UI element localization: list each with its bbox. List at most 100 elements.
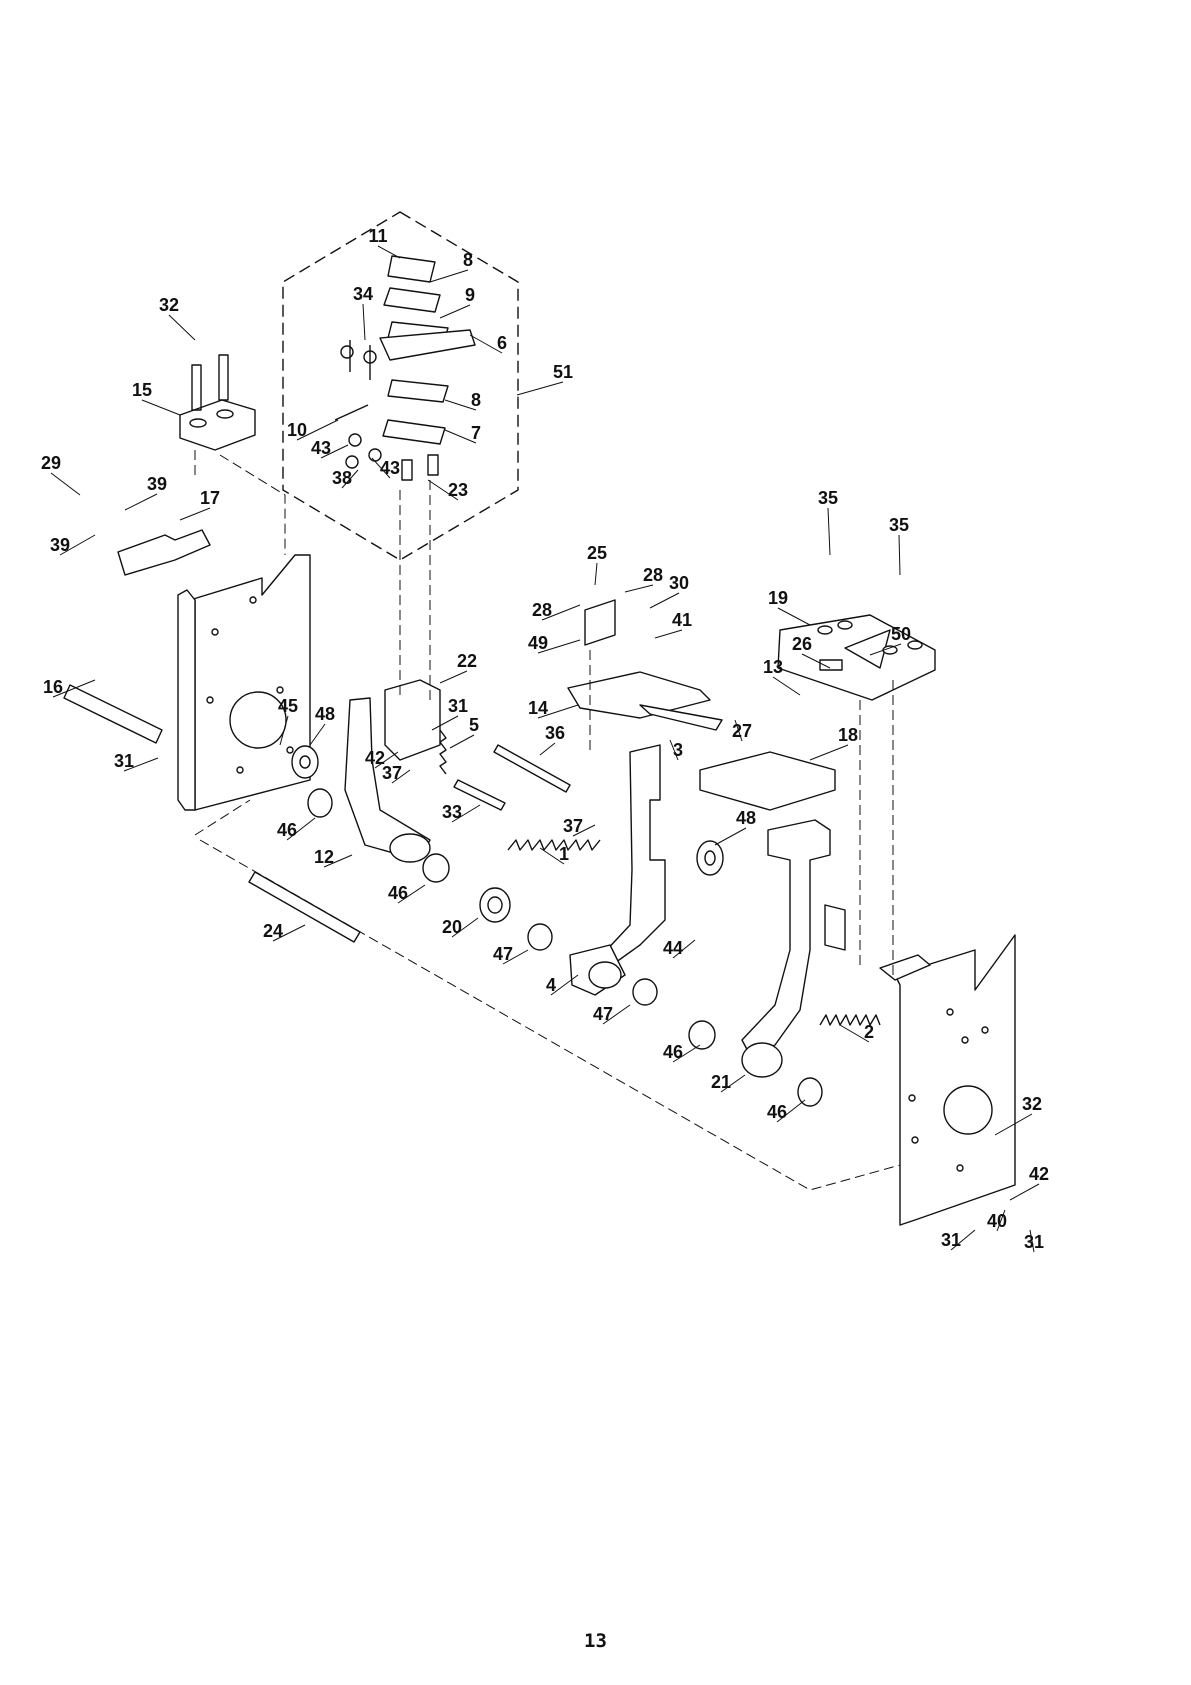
part-callout-label: 37 [563, 816, 583, 836]
part-callout-label: 40 [987, 1211, 1007, 1231]
part-callout-label: 23 [448, 480, 468, 500]
right-side-plate [880, 935, 1015, 1225]
part-callout-label: 49 [528, 633, 548, 653]
bracket-17 [118, 530, 210, 575]
part-callout-label: 33 [442, 802, 462, 822]
callout-leader-line [363, 304, 365, 340]
callout-leader-line [655, 630, 682, 638]
part-callout-label: 37 [382, 763, 402, 783]
part-callout-label: 8 [463, 250, 473, 270]
callout-leader-line [440, 671, 467, 683]
callout-leader-line [773, 677, 800, 695]
part-callout-label: 35 [889, 515, 909, 535]
part-callout-label: 32 [159, 295, 179, 315]
part-callout-label: 18 [838, 725, 858, 745]
shaft-16 [64, 685, 162, 743]
part-callout-label: 31 [941, 1230, 961, 1250]
part-callout-label: 7 [471, 423, 481, 443]
part-callout-label: 39 [50, 535, 70, 555]
part-callout-label: 4 [546, 975, 556, 995]
callout-leader-line [169, 315, 195, 340]
part-callout-label: 2 [864, 1022, 874, 1042]
part-callout-label: 36 [545, 723, 565, 743]
part-callout-label: 15 [132, 380, 152, 400]
part-callout-label: 50 [891, 624, 911, 644]
part-callout-label: 32 [1022, 1094, 1042, 1114]
part-callout-label: 11 [368, 226, 387, 246]
part-callout-label: 20 [442, 917, 462, 937]
callout-leader-line [810, 745, 848, 760]
part-callout-label: 24 [263, 921, 283, 941]
left-side-plate [178, 555, 310, 810]
part-callout-label: 9 [465, 285, 475, 305]
callout-leader-line [310, 724, 325, 745]
part-callout-label: 10 [287, 420, 307, 440]
part-callout-label: 47 [493, 944, 513, 964]
callout-leader-line [625, 585, 653, 592]
spring-1 [508, 840, 600, 850]
part-callout-label: 28 [643, 565, 663, 585]
callout-leader-line [450, 735, 474, 748]
part-callout-label: 16 [43, 677, 63, 697]
part-callout-label: 47 [593, 1004, 613, 1024]
part-callout-label: 12 [314, 847, 334, 867]
part-callout-label: 29 [41, 453, 61, 473]
callout-leader-line [51, 473, 80, 495]
part-callout-label: 31 [114, 751, 134, 771]
part-callout-label: 22 [457, 651, 477, 671]
callout-leader-line [430, 270, 468, 282]
callout-leader-line [828, 508, 830, 555]
callout-leader-line [1010, 1184, 1039, 1200]
part-callout-label: 44 [663, 938, 683, 958]
part-callout-label: 34 [353, 284, 373, 304]
callout-leader-line [650, 593, 679, 608]
part-callout-label: 39 [147, 474, 167, 494]
part-callout-label: 8 [471, 390, 481, 410]
page-number: 13 [0, 1630, 1191, 1652]
part-callout-label: 46 [663, 1042, 683, 1062]
part-callout-label: 31 [448, 696, 468, 716]
part-callout-label: 48 [736, 808, 756, 828]
callout-leader-line [440, 305, 470, 318]
part-callout-label: 28 [532, 600, 552, 620]
part-callout-label: 3 [673, 740, 683, 760]
part-callout-label: 38 [332, 468, 352, 488]
callout-leader-line [715, 828, 746, 845]
part-callout-label: 43 [380, 458, 400, 478]
callout-leader-line [378, 246, 400, 258]
callout-leader-line [899, 535, 900, 575]
part-callout-label: 41 [672, 610, 692, 630]
part-callout-label: 48 [315, 704, 335, 724]
callout-leader-line [180, 508, 210, 520]
callout-leader-line [540, 743, 555, 755]
lever-4 [570, 745, 665, 995]
part-callout-label: 51 [553, 362, 573, 382]
part-callout-label: 13 [763, 657, 783, 677]
part-callout-label: 14 [528, 698, 548, 718]
pin-36 [494, 745, 570, 792]
part-callout-label: 31 [1024, 1232, 1044, 1252]
part-callout-label: 21 [711, 1072, 731, 1092]
pad-18 [700, 752, 835, 810]
part-callout-label: 42 [1029, 1164, 1049, 1184]
callout-leader-line [517, 382, 563, 395]
part-callout-label: 17 [200, 488, 220, 508]
part-callout-label: 43 [311, 438, 331, 458]
part-callout-label: 45 [278, 696, 298, 716]
part-callout-label: 1 [559, 844, 569, 864]
part-callout-label: 46 [388, 883, 408, 903]
plate-19 [778, 615, 935, 700]
part-callout-label: 46 [277, 820, 297, 840]
callout-leader-line [125, 494, 157, 510]
part-callout-label: 26 [792, 634, 812, 654]
callout-leader-line [142, 400, 180, 415]
part-callout-label: 46 [767, 1102, 787, 1122]
part-callout-label: 19 [768, 588, 788, 608]
part-callout-label: 5 [469, 715, 479, 735]
part-callout-label: 6 [497, 333, 507, 353]
block-15 [180, 355, 255, 450]
part-callout-label: 25 [587, 543, 607, 563]
spring-5 [440, 730, 446, 774]
bracket-14 [568, 600, 722, 730]
